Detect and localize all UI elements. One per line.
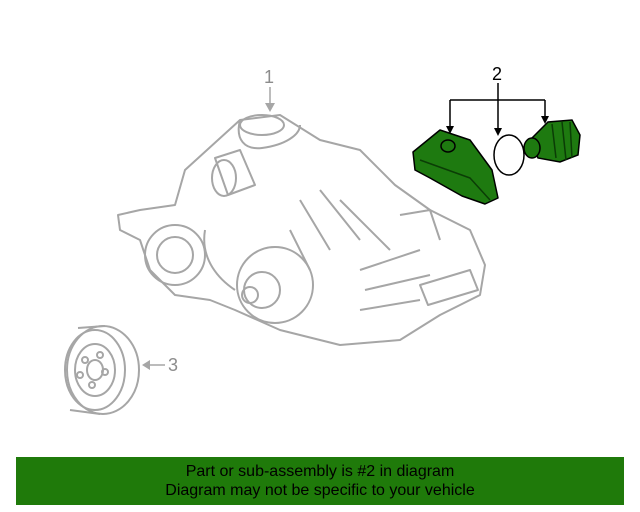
callout-number-1: 1	[264, 67, 274, 87]
parts-diagram: 1 2 3	[64, 64, 581, 415]
callout-number-2: 2	[492, 64, 502, 84]
pulley-illustration	[64, 325, 140, 415]
banner-line-part-number: Part or sub-assembly is #2 in diagram	[185, 463, 455, 480]
part-info-banner: Part or sub-assembly is #2 in diagram Di…	[16, 457, 624, 505]
water-pump-illustration	[117, 114, 486, 346]
banner-line-disclaimer: Diagram may not be specific to your vehi…	[165, 482, 475, 499]
o-ring-gasket-illustration	[493, 134, 525, 176]
callout-number-3: 3	[168, 355, 178, 375]
thermostat-illustration	[523, 119, 581, 163]
leader-lines	[142, 83, 549, 370]
thermostat-housing-illustration	[412, 129, 499, 205]
